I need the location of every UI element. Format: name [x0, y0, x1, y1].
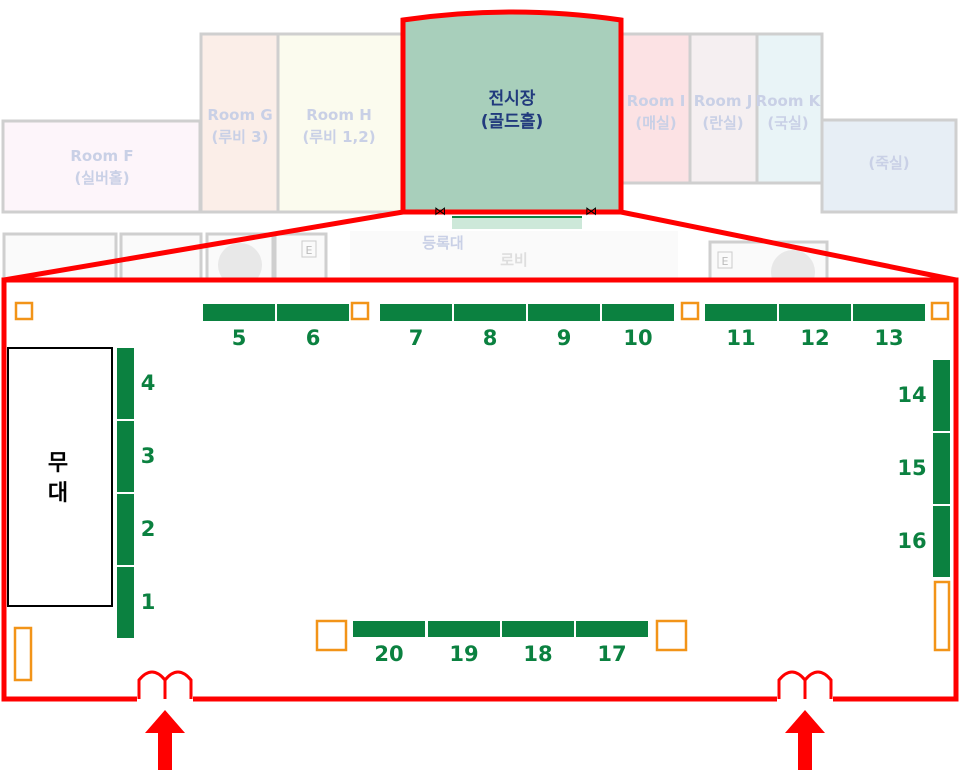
booth-number: 9 — [557, 326, 572, 350]
booth[interactable] — [117, 494, 134, 565]
booth-number: 18 — [523, 642, 552, 666]
booth[interactable] — [779, 304, 851, 321]
pillar — [350, 301, 370, 321]
booth[interactable] — [277, 304, 349, 321]
entrance-left[interactable] — [137, 670, 193, 699]
zoom-line-left — [3, 209, 404, 283]
room-k-sub: (국실) — [767, 114, 808, 132]
booth-number: 13 — [874, 326, 903, 350]
room-h-sub: (루비 1,2) — [302, 128, 375, 146]
registration-label: 등록대 — [422, 234, 463, 252]
hall-outline — [1, 277, 959, 702]
booth[interactable] — [117, 567, 134, 638]
stage-label-2: 대 — [48, 481, 68, 506]
booth[interactable] — [576, 621, 648, 637]
restroom-icon — [218, 243, 262, 287]
booth-number: 7 — [409, 326, 424, 350]
room-g-sub: (루비 3) — [212, 128, 269, 146]
stage-label-1: 무 — [48, 451, 68, 476]
booth-number: 5 — [232, 326, 247, 350]
booth[interactable] — [933, 360, 950, 431]
zoom-line-right — [620, 209, 957, 283]
booth-number: 17 — [597, 642, 626, 666]
registration-desk — [452, 217, 582, 229]
booth-number: 11 — [726, 326, 755, 350]
booth[interactable] — [853, 304, 925, 321]
room-jook-sub: (죽실) — [868, 154, 909, 172]
booth[interactable] — [117, 348, 134, 419]
room-k-name: Room K — [756, 92, 822, 110]
booth-number: 12 — [800, 326, 829, 350]
booth[interactable] — [203, 304, 275, 321]
pillar — [933, 580, 951, 652]
booth-number: 4 — [141, 371, 156, 395]
booth[interactable] — [933, 433, 950, 504]
booth-number: 8 — [483, 326, 498, 350]
elevator-icon — [717, 251, 733, 269]
pillar — [315, 619, 348, 652]
booth-number: 10 — [623, 326, 652, 350]
booth[interactable] — [428, 621, 500, 637]
booth-number: 19 — [449, 642, 478, 666]
booth[interactable] — [502, 621, 574, 637]
pillar — [680, 301, 700, 321]
booth-number: 3 — [141, 444, 156, 468]
booth-number: 2 — [141, 517, 156, 541]
elevator-icon — [301, 240, 317, 258]
room-f-name: Room F — [70, 147, 133, 165]
room-h[interactable] — [276, 32, 405, 214]
booth-number: 16 — [897, 529, 926, 553]
door-icon: ⋈ — [585, 204, 597, 218]
pillar — [655, 619, 688, 652]
pillar — [13, 626, 33, 682]
booths: 5 6 7 8 9 10 11 12 13 4 3 2 1 14 15 16 20 19 18 17 — [117, 304, 950, 666]
door-icon: ⋈ — [434, 204, 446, 218]
booth-number: 6 — [306, 326, 321, 350]
room-f-sub: (실버홀) — [74, 169, 129, 187]
exhibition-sub: (골드홀) — [481, 111, 543, 132]
room-h-name: Room H — [306, 106, 372, 124]
exhibition-hall[interactable] — [400, 9, 624, 215]
booth[interactable] — [705, 304, 777, 321]
room-j-name: Room J — [694, 92, 753, 110]
stage — [7, 347, 113, 607]
booth-number: 20 — [374, 642, 403, 666]
booth-number: 15 — [897, 456, 926, 480]
room-jook[interactable] — [820, 118, 958, 214]
background-rooms: Room F (실버홀) Room G (루비 3) Room H (루비 1,… — [1, 32, 958, 296]
room-i-sub: (매실) — [635, 114, 676, 132]
booth-number: 1 — [141, 590, 156, 614]
booth[interactable] — [117, 421, 134, 492]
room-j[interactable] — [688, 32, 759, 185]
entrance-right[interactable] — [777, 670, 833, 699]
booth[interactable] — [380, 304, 452, 321]
booth[interactable] — [933, 506, 950, 577]
room-i-name: Room I — [627, 92, 686, 110]
lobby — [350, 231, 678, 281]
booth[interactable] — [454, 304, 526, 321]
arrow-up-icon — [145, 710, 185, 770]
elevator-label: E — [722, 255, 729, 268]
booth[interactable] — [602, 304, 674, 321]
room-g-name: Room G — [207, 106, 272, 124]
booth-number: 14 — [897, 383, 926, 407]
exhibition-name: 전시장 — [489, 89, 536, 109]
booth[interactable] — [353, 621, 425, 637]
elevator-label: E — [306, 244, 313, 257]
room-k[interactable] — [755, 32, 824, 185]
lobby-label: 로비 — [500, 251, 528, 269]
pillar — [930, 301, 950, 321]
pillar — [14, 301, 34, 321]
room-j-sub: (란실) — [702, 114, 743, 132]
booth[interactable] — [528, 304, 600, 321]
pillars — [13, 301, 951, 682]
room-f[interactable] — [1, 119, 202, 214]
arrow-up-icon — [785, 710, 825, 770]
